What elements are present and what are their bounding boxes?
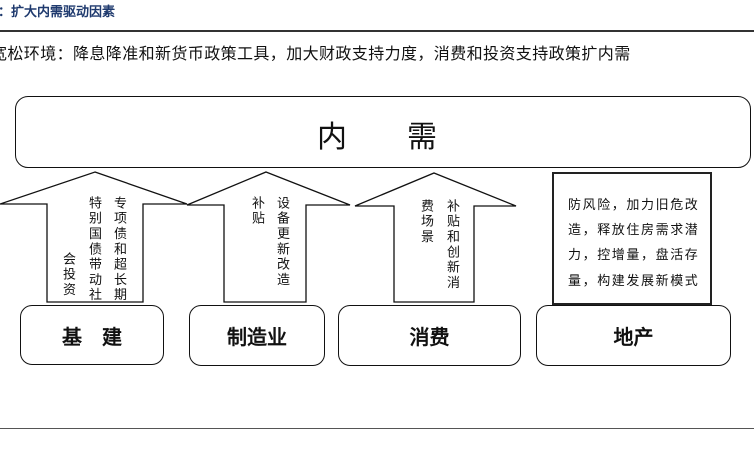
property-note-line: 力，控增量，盘活存: [568, 248, 700, 263]
arrow3-col1: 补贴和创新消: [444, 199, 459, 291]
domestic-demand-box: [15, 96, 751, 168]
arrow-infrastructure: [0, 171, 188, 303]
arrow1-col2: 特别国债带动社: [86, 196, 101, 304]
arrow2-col1: 设备更新改造: [274, 196, 289, 288]
figure-title: ：扩大内需驱动因素: [0, 5, 116, 20]
arrow1-col3: 会投资: [60, 252, 75, 298]
property-note-box: 防风险，加力旧危改 造，释放住房需求潜 力，控增量，盘活存 量，构建发展新模式: [552, 172, 712, 305]
arrow2-col2: 补贴: [249, 196, 264, 227]
top-divider: [0, 30, 754, 32]
property-note-line: 造，释放住房需求潜: [568, 223, 700, 238]
property-note-line: 防风险，加力旧危改: [568, 198, 700, 213]
arrow3-col2: 费场景: [418, 199, 433, 245]
domestic-demand-label: 内 需: [317, 120, 437, 155]
arrow-manufacturing: [186, 171, 351, 303]
sector-manufacturing: 制造业: [189, 305, 325, 366]
sector-real-estate: 地产: [536, 305, 731, 366]
subtitle: 宽松环境：降息降准和新货币政策工具，加大财政支持力度，消费和投资支持政策扩内需: [0, 44, 631, 63]
bottom-divider: [0, 428, 754, 429]
arrow1-col1: 专项债和超长期: [111, 196, 126, 304]
sector-infrastructure: 基 建: [20, 305, 164, 365]
sector-consumption: 消费: [338, 305, 521, 366]
property-note-line: 量，构建发展新模式: [568, 274, 700, 289]
arrow-consumption: [354, 172, 517, 303]
